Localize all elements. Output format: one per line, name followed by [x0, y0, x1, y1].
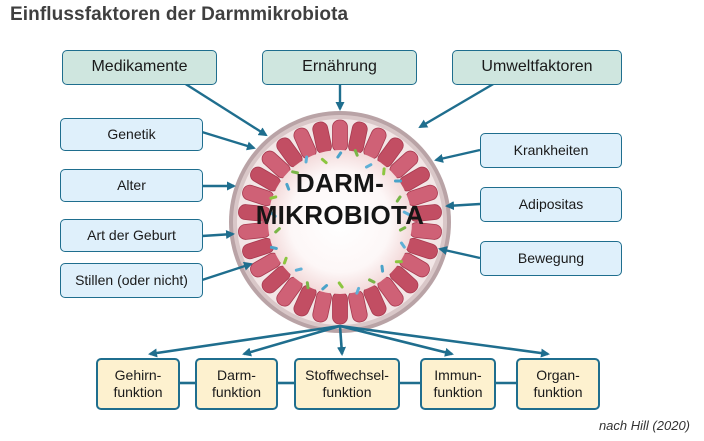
bacterium [305, 281, 310, 290]
villus [332, 291, 348, 325]
factor-box-umweltfaktoren: Umweltfaktoren [452, 50, 622, 85]
bacterium [402, 210, 411, 216]
bacterium [294, 267, 303, 272]
function-immun-line1: Immun- [434, 367, 482, 384]
factor-box-krankheiten: Krankheiten [480, 133, 622, 168]
function-box-organ: Organ-funktion [516, 358, 600, 410]
arrow-krankheiten [434, 148, 481, 163]
arrow-genetik [201, 130, 256, 151]
function-arrows [148, 324, 550, 358]
center-label-line1: DARM- [295, 168, 385, 198]
bacterium [282, 256, 288, 265]
bacterium [336, 151, 343, 159]
bacterium [394, 260, 403, 264]
bacterium [270, 211, 277, 218]
arrow-medikamente [183, 81, 268, 137]
bacterium [353, 149, 359, 157]
bacterium [274, 227, 281, 234]
arrow-stoffwechselfunktion [337, 325, 346, 356]
function-box-gehirn: Gehirn-funktion [96, 358, 180, 410]
arrow-stillen [201, 261, 253, 282]
function-stoffwechsel-line1: Stoffwechsel- [305, 367, 389, 384]
intestinal-lumen [268, 150, 412, 294]
arrow-organfunktion [339, 324, 550, 358]
intestine-cross-section [229, 111, 451, 333]
influence-arrows [183, 81, 496, 282]
darmmikrobiota-label: DARM- MIKROBIOTA [240, 168, 440, 232]
bacterium [355, 286, 361, 295]
bacterium [269, 245, 278, 250]
center-label-line2: MIKROBIOTA [255, 199, 425, 230]
bacterium [382, 167, 386, 176]
factor-box-bewegung: Bewegung [480, 241, 622, 276]
function-box-immun: Immun-funktion [420, 358, 496, 410]
bacterium [399, 241, 406, 249]
villus [332, 119, 348, 153]
function-stoffwechsel-line2: funktion [322, 384, 372, 400]
source-citation: nach Hill (2020) [598, 418, 690, 433]
arrow-adipositas [445, 201, 481, 211]
function-box-stoffwechsel: Stoffwechsel-funktion [294, 358, 400, 410]
arrow-bewegung [438, 246, 481, 260]
function-organ-line1: Organ- [536, 367, 580, 384]
arrow-immunfunktion [339, 324, 454, 357]
intestinal-villi [238, 119, 442, 325]
bacterium [285, 182, 291, 191]
bacterium [368, 278, 376, 284]
function-box-darm: Darm-funktion [195, 358, 278, 410]
function-darm-line2: funktion [211, 384, 262, 400]
bacterium [321, 284, 329, 291]
factor-box-adipositas: Adipositas [480, 187, 622, 222]
factor-box-stillen: Stillen (oder nicht) [60, 263, 203, 298]
bacterium [395, 195, 402, 203]
function-darm-line1: Darm- [217, 367, 256, 384]
bacterium [304, 155, 309, 164]
factor-box-genetik: Genetik [60, 118, 203, 151]
factor-box-medikamente: Medikamente [62, 50, 217, 85]
function-gehirn-line2: funktion [113, 384, 163, 400]
arrow-darmfunktion [242, 324, 341, 357]
bacterium [398, 226, 407, 232]
function-organ-line2: funktion [533, 384, 583, 400]
factor-box-ernaehrung: Ernährung [262, 50, 417, 85]
factor-box-art-der-geburt: Art der Geburt [60, 219, 203, 252]
bacterium [337, 281, 344, 289]
factor-box-alter: Alter [60, 169, 203, 202]
bacterium [320, 157, 328, 165]
arrow-art-der-geburt [201, 229, 235, 239]
bacterium [393, 179, 402, 183]
bacterium [291, 170, 299, 175]
function-immun-line2: funktion [433, 384, 483, 400]
diagram-title: Einflussfaktoren der Darmmikrobiota [10, 4, 349, 25]
function-gehirn-line1: Gehirn- [114, 367, 162, 384]
bacteria-dots [269, 149, 411, 295]
arrow-gehirnfunktion [148, 324, 341, 358]
bacterium [380, 264, 385, 273]
bacterium [364, 163, 373, 169]
bacterium [269, 195, 278, 200]
arrow-umweltfaktoren [418, 81, 496, 129]
